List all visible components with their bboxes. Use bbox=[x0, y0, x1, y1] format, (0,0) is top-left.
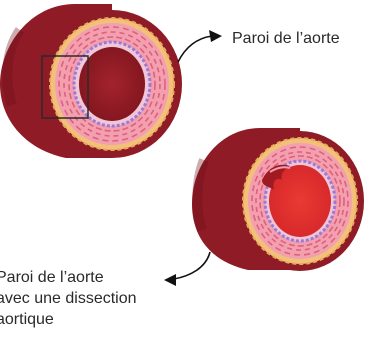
label-aortic-dissection: Paroi de l’aorte avec une dissection aor… bbox=[0, 267, 137, 330]
pointer-arrow-top bbox=[178, 30, 222, 62]
pointer-arrow-bottom bbox=[164, 252, 210, 286]
label-aortic-wall: Paroi de l’aorte bbox=[232, 28, 340, 49]
label-line-1: Paroi de l’aorte bbox=[0, 267, 137, 288]
label-line-2: avec une dissection bbox=[0, 288, 137, 309]
aorta-lumen bbox=[79, 47, 145, 121]
dissected-aorta bbox=[192, 128, 364, 271]
healthy-aorta bbox=[0, 4, 182, 158]
label-line-3: aortique bbox=[0, 309, 137, 330]
